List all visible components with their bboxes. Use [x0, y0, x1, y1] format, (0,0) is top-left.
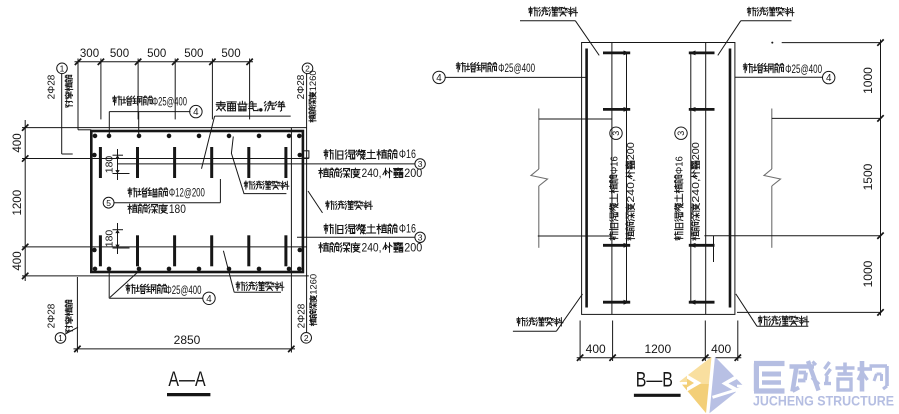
- svg-text:2: 2: [305, 63, 310, 73]
- svg-text:1000: 1000: [861, 67, 875, 94]
- svg-text:240,: 240,: [625, 179, 637, 203]
- svg-text:1260: 1260: [308, 70, 318, 91]
- svg-text:200: 200: [690, 142, 702, 160]
- svg-text:2: 2: [304, 333, 309, 343]
- svg-text:3: 3: [611, 131, 621, 136]
- svg-text:A—A: A—A: [168, 367, 206, 391]
- svg-text:5: 5: [106, 198, 111, 208]
- svg-text:3: 3: [418, 232, 423, 242]
- svg-text:2Φ28: 2Φ28: [46, 74, 57, 99]
- svg-text:180: 180: [169, 202, 186, 216]
- svg-text:1: 1: [60, 63, 65, 73]
- svg-text:Φ25@400: Φ25@400: [152, 94, 187, 108]
- svg-text:500: 500: [184, 48, 203, 60]
- svg-text:400: 400: [711, 342, 731, 356]
- svg-text:2850: 2850: [174, 333, 201, 347]
- svg-text:180: 180: [103, 156, 115, 174]
- svg-text:Φ25@400: Φ25@400: [785, 62, 822, 76]
- svg-text:Φ16: Φ16: [399, 149, 416, 161]
- svg-text:240,: 240,: [362, 168, 382, 180]
- svg-text:500: 500: [110, 48, 129, 60]
- svg-text:180: 180: [103, 230, 115, 248]
- svg-text:240,: 240,: [362, 242, 382, 254]
- svg-text:4: 4: [436, 73, 442, 84]
- svg-text:Φ16: Φ16: [399, 224, 416, 236]
- svg-text:Φ12@200: Φ12@200: [169, 186, 205, 200]
- svg-text:Φ25@400: Φ25@400: [498, 61, 535, 75]
- svg-text:300: 300: [80, 48, 99, 60]
- svg-text:1000: 1000: [861, 260, 875, 287]
- svg-text:4: 4: [826, 73, 832, 84]
- svg-text:200: 200: [625, 142, 637, 160]
- svg-text:1260: 1260: [309, 274, 319, 295]
- svg-text:2Φ28: 2Φ28: [46, 303, 57, 328]
- svg-text:4: 4: [206, 294, 212, 305]
- svg-text:200: 200: [404, 242, 422, 254]
- svg-text:Φ25@400: Φ25@400: [166, 283, 202, 297]
- svg-text:500: 500: [221, 48, 240, 60]
- svg-text:400: 400: [12, 251, 24, 270]
- svg-text:240,: 240,: [690, 179, 702, 203]
- svg-text:200: 200: [404, 168, 422, 180]
- svg-text:1200: 1200: [644, 342, 671, 356]
- svg-text:3: 3: [418, 159, 423, 169]
- svg-text:1500: 1500: [861, 163, 875, 190]
- svg-text:2Φ28: 2Φ28: [296, 74, 307, 99]
- svg-text:Φ16: Φ16: [674, 156, 686, 174]
- svg-text:JUCHENG STRUCTURE: JUCHENG STRUCTURE: [753, 393, 894, 409]
- svg-text:2Φ28: 2Φ28: [297, 303, 308, 328]
- svg-text:1: 1: [58, 333, 63, 343]
- svg-text:Φ16: Φ16: [609, 156, 621, 174]
- svg-text:1200: 1200: [12, 190, 24, 216]
- svg-text:B—B: B—B: [636, 367, 673, 391]
- svg-text:400: 400: [586, 342, 606, 356]
- svg-text:4: 4: [193, 107, 199, 118]
- svg-text:500: 500: [147, 48, 166, 60]
- svg-text:3: 3: [676, 131, 686, 136]
- svg-text:400: 400: [12, 133, 24, 152]
